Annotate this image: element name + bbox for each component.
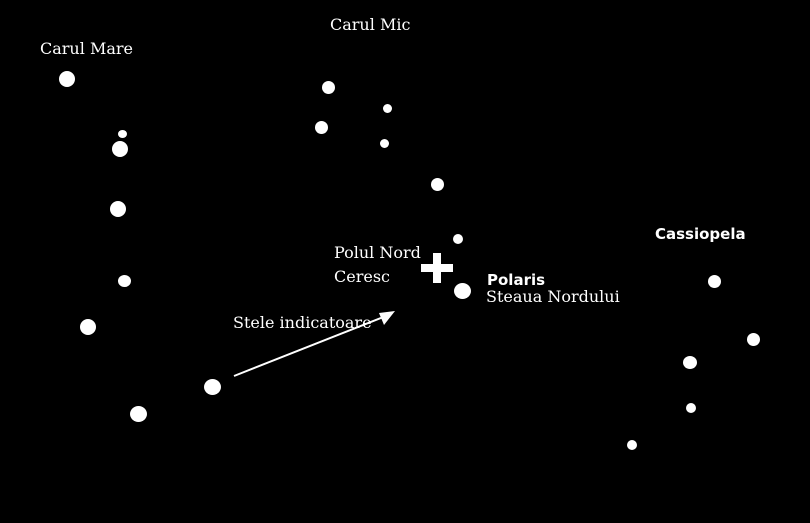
little-dipper-star: [431, 178, 444, 191]
polaris-star: [454, 283, 471, 299]
little-dipper-star: [453, 234, 463, 244]
big-dipper-star: [130, 406, 147, 422]
plus-cross-icon: [421, 253, 453, 283]
big-dipper-star: [80, 319, 96, 335]
polaris-label: Polaris: [487, 271, 546, 289]
cassiopeia-star: [683, 356, 697, 369]
little-dipper-star: [315, 121, 328, 134]
big-dipper-star: [110, 201, 126, 217]
pointer-stars-label: Stele indicatoare: [233, 313, 372, 332]
celestial-pole-label: Polul Nord: [334, 243, 421, 262]
pointer-star: [204, 379, 221, 395]
big-dipper-star: [118, 130, 127, 138]
little-dipper-label: Carul Mic: [330, 15, 411, 34]
cassiopeia-star: [708, 275, 721, 288]
polaris-sublabel: Steaua Nordului: [486, 287, 620, 306]
little-dipper-star: [322, 81, 335, 94]
cassiopeia-star: [747, 333, 760, 346]
big-dipper-star: [112, 141, 128, 157]
cassiopeia-star: [686, 403, 696, 413]
cassiopeia-label: Cassiopela: [655, 225, 746, 243]
little-dipper-star: [383, 104, 392, 113]
big-dipper-star: [59, 71, 75, 87]
little-dipper-star: [380, 139, 389, 148]
big-dipper-label: Carul Mare: [40, 39, 133, 58]
cassiopeia-star: [627, 440, 637, 450]
celestial-pole-label-2: Ceresc: [334, 267, 390, 286]
big-dipper-star: [118, 275, 131, 287]
